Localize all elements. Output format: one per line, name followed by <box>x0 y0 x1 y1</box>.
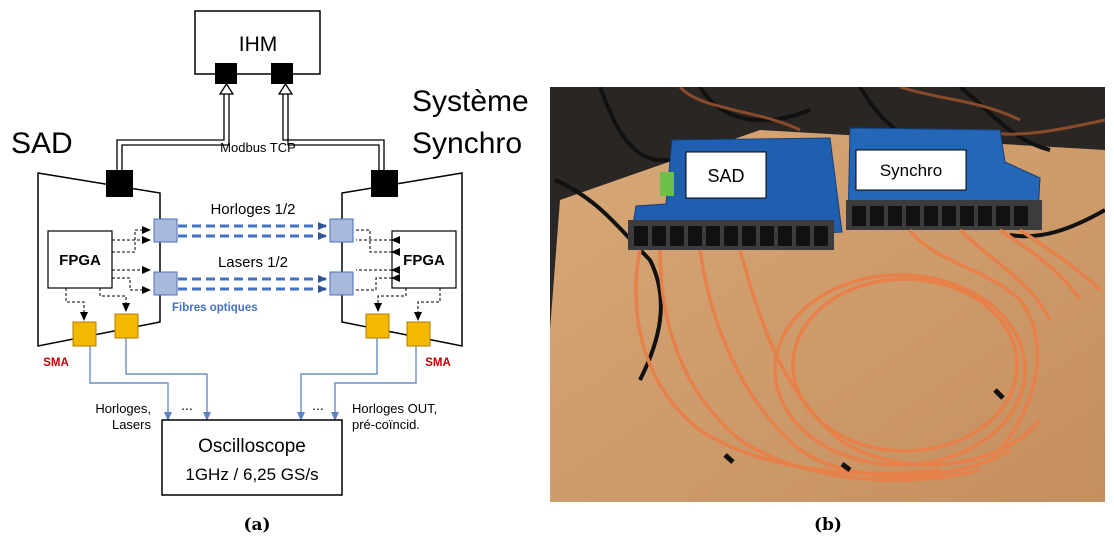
synchro-ethernet-port <box>371 170 398 197</box>
sad-title: SAD <box>11 127 73 160</box>
fibre-links <box>178 222 327 293</box>
green-sticker <box>660 172 674 196</box>
sad-connector-row <box>628 220 834 250</box>
right-signals-line1: Horloges OUT, <box>352 401 437 416</box>
caption-a: (a) <box>243 515 270 535</box>
modbus-link-right <box>277 82 385 170</box>
sma-left-2 <box>114 313 139 339</box>
sma-right-2 <box>406 321 431 347</box>
orange-fibre-cables <box>634 228 1102 482</box>
modbus-link-left <box>116 82 235 170</box>
optical-rx-horloges-right <box>329 218 354 243</box>
ihm-label: IHM <box>239 33 278 56</box>
photo-synchro-label-box <box>855 149 967 191</box>
photo-sad-label-box <box>685 151 767 199</box>
fpga-right-dotted-links <box>356 229 441 321</box>
modbus-label: Modbus TCP <box>220 140 296 155</box>
fibres-optiques-label: Fibres optiques <box>172 302 258 314</box>
oscilloscope-line2: 1GHz / 6,25 GS/s <box>185 465 318 484</box>
sma-right-label: SMA <box>425 357 451 369</box>
oscilloscope-line1: Oscilloscope <box>198 436 306 457</box>
diagram-panel: IHM Modbus TCP SAD Système Synchro FPGA <box>11 10 529 535</box>
photo-panel: SAD Synchro (b) <box>550 87 1105 535</box>
fpga-left-box <box>47 230 113 289</box>
sad-ethernet-port <box>106 170 133 197</box>
optical-tx-lasers-left <box>153 271 178 296</box>
right-signals-line2: pré-coïncid. <box>352 417 420 432</box>
fpga-left-dotted-links <box>65 226 151 321</box>
systeme-title-line2: Synchro <box>412 127 522 160</box>
ellipsis-right: ... <box>312 397 324 413</box>
fpga-left-label: FPGA <box>59 252 101 269</box>
oscilloscope-box <box>161 419 343 496</box>
sma-right-1 <box>365 313 390 339</box>
fpga-right-label: FPGA <box>403 252 445 269</box>
synchro-connector-row <box>846 200 1042 230</box>
caption-b: (b) <box>814 515 842 535</box>
systeme-title-line1: Système <box>412 85 529 118</box>
optical-tx-horloges-left <box>153 218 178 243</box>
photo-sad-label: SAD <box>707 166 744 186</box>
sma-left-label: SMA <box>43 357 69 369</box>
photo-synchro-label: Synchro <box>880 161 942 180</box>
fpga-right-box <box>391 230 457 289</box>
left-signals-line2: Lasers <box>112 417 152 432</box>
sma-to-oscilloscope-lines <box>89 338 417 421</box>
optical-rx-lasers-right <box>329 271 354 296</box>
ihm-port-left <box>215 63 237 84</box>
ihm-port-right <box>271 63 293 84</box>
fibre-black-markers <box>723 388 1005 472</box>
left-signals-line1: Horloges, <box>95 401 151 416</box>
sma-left-1 <box>72 321 97 347</box>
ellipsis-left: ... <box>181 397 193 413</box>
horloges-label: Horloges 1/2 <box>210 201 295 218</box>
lasers-label: Lasers 1/2 <box>218 254 288 271</box>
